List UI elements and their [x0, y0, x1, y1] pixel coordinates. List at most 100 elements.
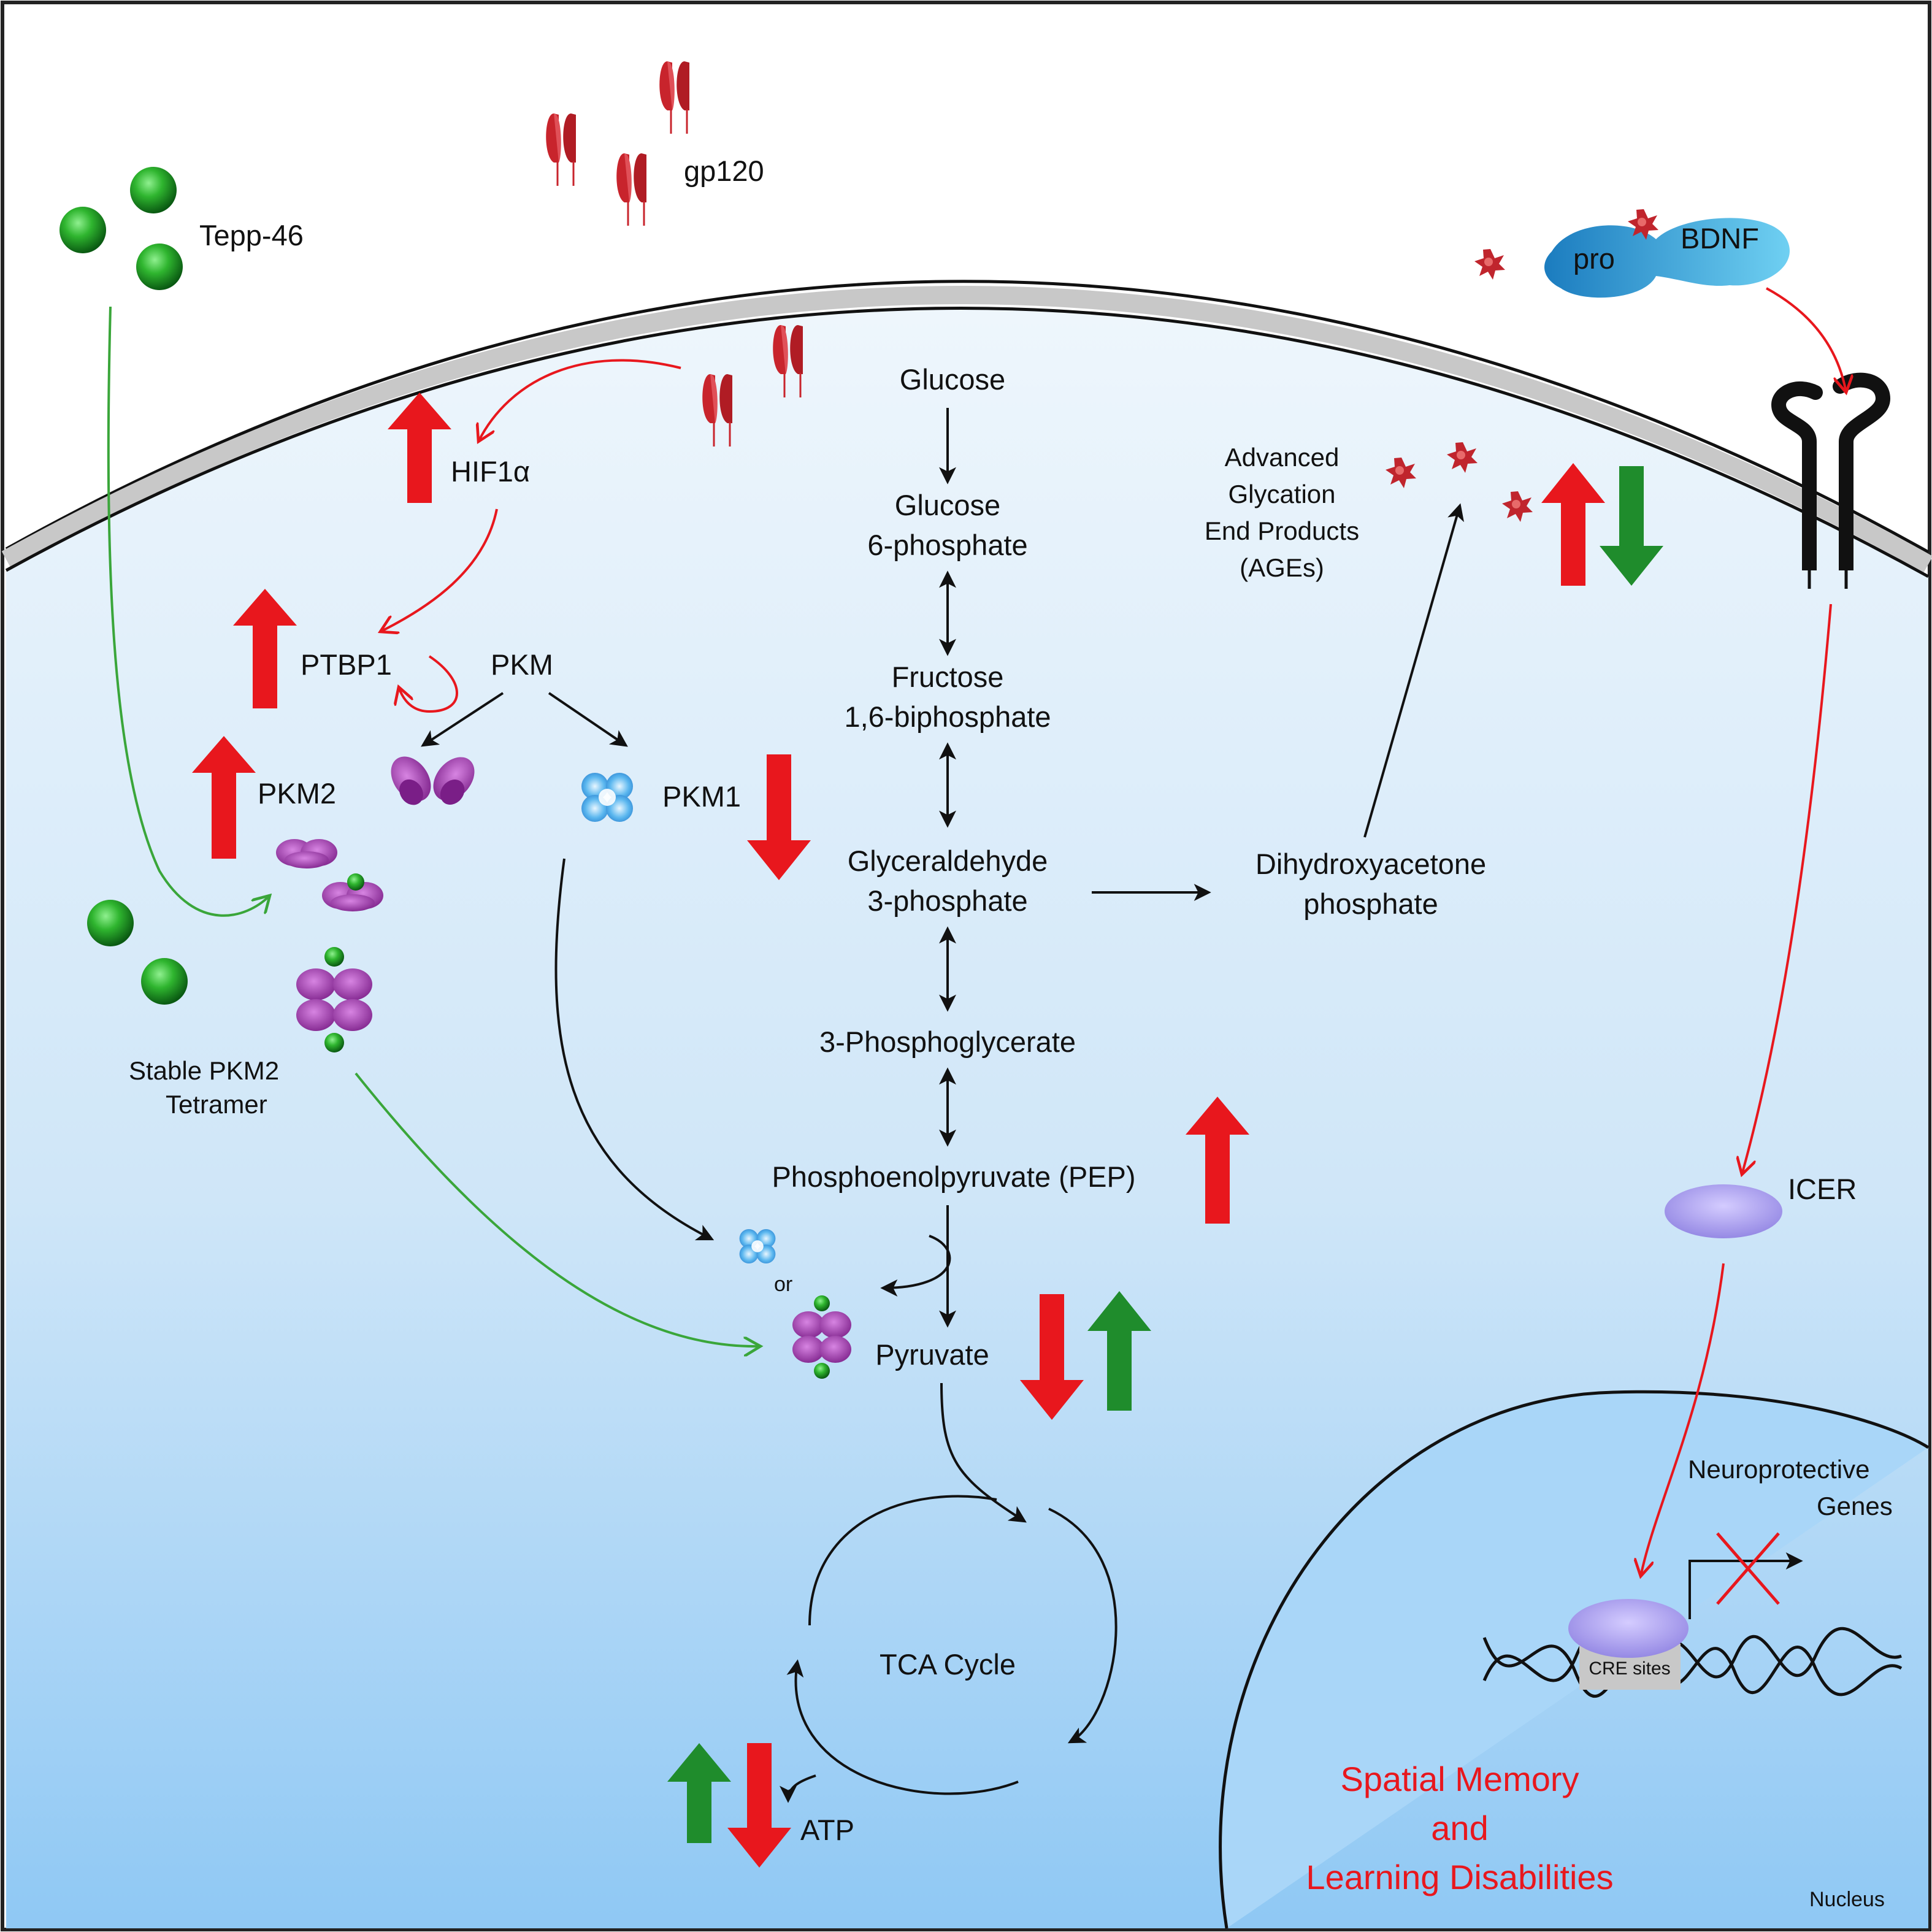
stable-tetramer-label: Stable PKM2: [129, 1056, 279, 1085]
pkm1-label: PKM1: [662, 780, 741, 813]
tca-cycle: TCA Cycle ATP: [667, 1495, 1117, 1868]
receptor-arm: [1771, 381, 1823, 492]
pep-up-arrow: [1186, 1097, 1249, 1224]
pkm2-label: PKM2: [258, 777, 336, 810]
ptbp1-up-arrow: [233, 589, 297, 708]
pyruvate-kinase-options: or: [739, 1229, 851, 1379]
tepp46-molecules: Tepp-46: [59, 167, 304, 290]
pyruvate-to-tca-arrow: [940, 1382, 1027, 1523]
pk-cycle-arrow: [880, 1235, 951, 1297]
ages-up-arrow: [1541, 463, 1605, 586]
dhap-group: Dihydroxyacetone phosphate: [1255, 503, 1486, 920]
pyruvate-label: Pyruvate: [875, 1338, 989, 1371]
icer-label: ICER: [1788, 1173, 1857, 1205]
stable-pkm2-tetramer: Stable PKM2 Tetramer: [129, 947, 372, 1119]
g6p-label: 6-phosphate: [867, 529, 1027, 561]
receptor-to-icer-arrow: [1742, 604, 1832, 1175]
pkm2-group: PKM2: [192, 736, 475, 911]
cre-sites-label: CRE sites: [1589, 1658, 1670, 1679]
tca-arc: [786, 1659, 1019, 1795]
neuroprotective-label: Genes: [1817, 1492, 1893, 1520]
tepp46-label: Tepp-46: [199, 219, 304, 251]
tca-label: TCA Cycle: [880, 1648, 1016, 1681]
tepp46-ball: [87, 900, 134, 946]
icer-bound: [1568, 1599, 1689, 1658]
tepp46-ball: [136, 243, 183, 290]
icer-group: ICER: [1641, 604, 1857, 1576]
bdnf-label: BDNF: [1681, 222, 1759, 255]
inhibition-x: [1716, 1532, 1780, 1605]
tca-to-atp-arrow: [780, 1774, 816, 1803]
pkm2-monomer: [391, 756, 431, 805]
receptor-tm: [1802, 485, 1817, 570]
dna-strand: [1482, 1627, 1902, 1682]
cell-membrane-outer: [5, 280, 1930, 554]
hif1a-label: HIF1α: [451, 455, 530, 488]
dna-group: CRE sites Neuroprotective Genes: [1482, 1455, 1903, 1698]
probdnf-shape: [1544, 218, 1790, 298]
dhap-to-ages-arrow: [1363, 503, 1465, 838]
neuroprotective-label: Neuroprotective: [1688, 1455, 1869, 1484]
outcome-label: and: [1431, 1809, 1488, 1847]
glycolysis-pathway: Glucose Glucose 6-phosphate Fructose 1,6…: [772, 363, 1249, 1523]
pep-label: Phosphoenolpyruvate (PEP): [772, 1160, 1135, 1193]
ages-down-arrow: [1600, 466, 1663, 586]
pkm2-dimer: [276, 839, 337, 868]
ptbp1-label: PTBP1: [301, 648, 392, 681]
g6p-label: Glucose: [895, 489, 1000, 521]
tepp46-ball: [130, 167, 177, 213]
outcome-group: Spatial Memory and Learning Disabilities: [1306, 1760, 1613, 1896]
g3p-label: 3-phosphate: [867, 884, 1027, 917]
tepp46-ball: [59, 207, 106, 253]
dhap-label: phosphate: [1303, 887, 1438, 920]
receptor-arm: [1833, 372, 1891, 492]
atp-down-arrow: [727, 1743, 791, 1868]
hif1a-to-ptbp1-arrow: [380, 508, 498, 632]
cell-membrane-inner: [5, 307, 1930, 578]
tepp46-to-pkm2-arrow: [107, 306, 270, 917]
pyruvate-up-arrow: [1087, 1291, 1151, 1411]
pro-label: pro: [1573, 242, 1615, 275]
ptbp1-splicing-loop: [399, 655, 458, 713]
gp120-label: gp120: [684, 155, 764, 187]
pkm-to-pkm1-arrow: [548, 692, 628, 747]
ages-group: Advanced Glycation End Products (AGEs): [1205, 442, 1663, 586]
receptor-tm: [1839, 485, 1853, 570]
pyruvate-down-arrow: [1020, 1294, 1084, 1420]
icer-protein: [1665, 1184, 1782, 1238]
ages-label: End Products: [1205, 516, 1359, 545]
tepp46-bound: [347, 873, 364, 891]
or-label: or: [774, 1273, 792, 1296]
tca-arc: [808, 1495, 997, 1626]
pkm2-monomer: [433, 757, 475, 805]
ages-label: (AGEs): [1240, 553, 1324, 582]
nucleus-label: Nucleus: [1809, 1888, 1885, 1911]
cell-membrane-band: [1, 286, 1932, 573]
atp-up-arrow: [667, 1743, 731, 1843]
dna-strand: [1482, 1637, 1903, 1698]
stable-tetramer-label: Tetramer: [166, 1090, 267, 1119]
transcription-start-arrow: [1689, 1552, 1803, 1619]
probdnf-to-receptor-arrow: [1766, 287, 1846, 393]
probdnf: pro BDNF: [1474, 209, 1790, 298]
pkm1-to-pyruvate-kinase-arrow: [554, 858, 715, 1241]
hif1a-group: HIF1α: [388, 393, 530, 503]
g3p-label: Glyceraldehyde: [848, 845, 1048, 877]
pkm1-group: PKM1: [581, 754, 811, 880]
outcome-label: Spatial Memory: [1340, 1760, 1579, 1798]
pkm1-down-arrow: [747, 754, 811, 880]
ages-label: Advanced: [1225, 443, 1340, 472]
icer-to-cre-arrow: [1641, 1263, 1725, 1576]
ptbp1-group: PTBP1 PKM: [233, 589, 553, 713]
tca-arc: [1048, 1508, 1117, 1744]
gp120-to-hif1a-arrow: [478, 359, 681, 442]
ages-label: Glycation: [1228, 480, 1335, 508]
dhap-label: Dihydroxyacetone: [1255, 848, 1486, 880]
gp120-molecules: gp120: [545, 60, 764, 227]
tepp46-ball: [141, 958, 188, 1005]
pkm2-up-arrow: [192, 736, 256, 859]
pkm-label: PKM: [491, 648, 553, 681]
bdnf-receptor: [1771, 372, 1891, 589]
glucose-label: Glucose: [900, 363, 1005, 396]
